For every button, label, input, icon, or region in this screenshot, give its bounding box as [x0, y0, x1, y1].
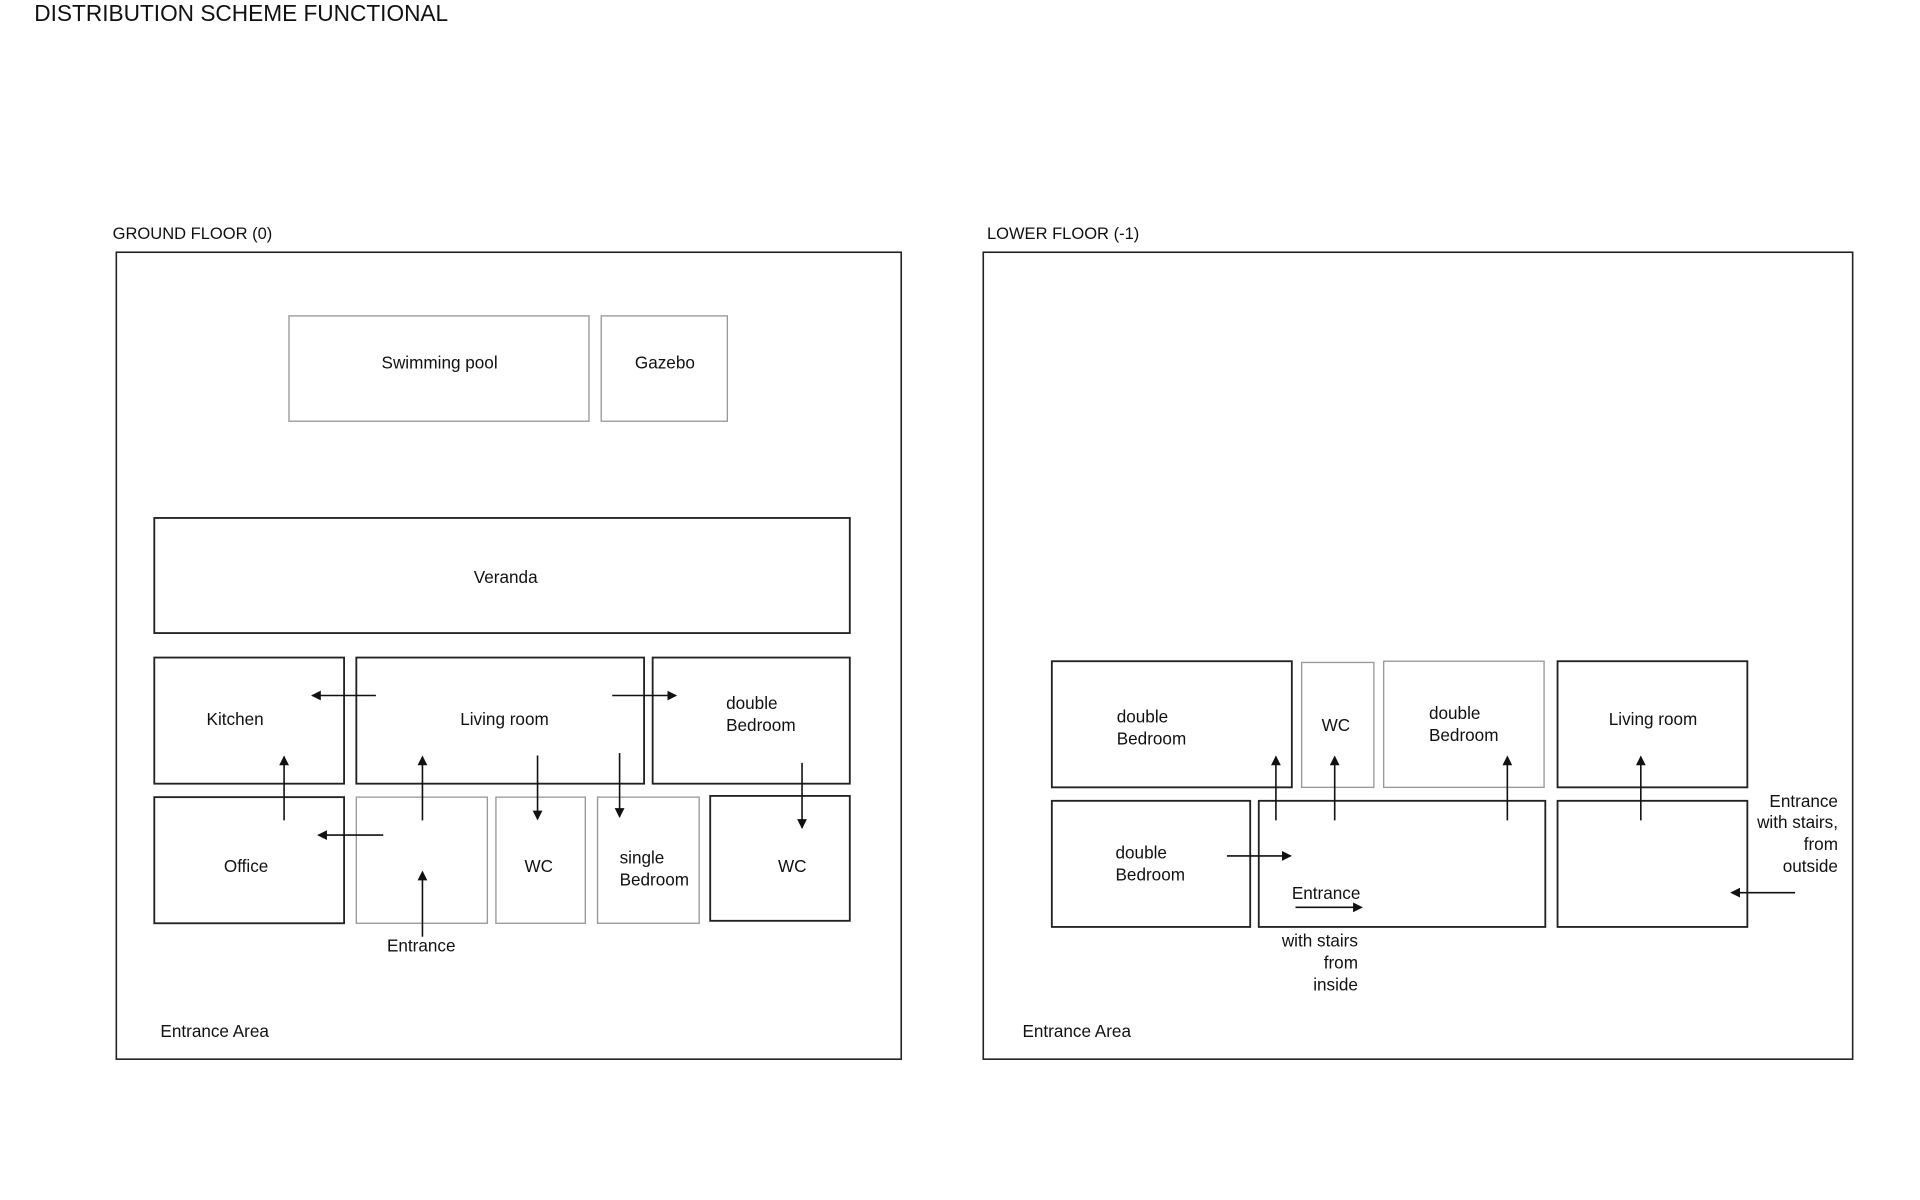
- lower-floor-plan: LOWER FLOOR (-1) double Bedroom WC doubl…: [982, 224, 1854, 1060]
- room-outside-entrance: [1556, 799, 1749, 928]
- ground-floor-plan: GROUND FLOOR (0) Swimming pool Gazebo Ve…: [113, 224, 903, 1060]
- outside-note: Entrance: [1769, 791, 1838, 811]
- room-living: [355, 656, 645, 785]
- room-label: Bedroom: [726, 715, 796, 735]
- room-kitchen: [153, 656, 345, 785]
- outside-note: from: [1804, 834, 1838, 854]
- room-office: [153, 796, 345, 925]
- room-label: Veranda: [474, 567, 538, 587]
- ground-floor-frame: [115, 251, 903, 1060]
- room-label: Gazebo: [635, 353, 695, 373]
- outside-note: outside: [1783, 856, 1838, 876]
- room-label: Bedroom: [1117, 728, 1187, 748]
- inside-note: inside: [1313, 975, 1358, 995]
- entrance-label: Entrance: [1292, 883, 1361, 903]
- room-label: double: [1117, 706, 1168, 726]
- room-label: double: [1116, 842, 1167, 862]
- room-veranda: [153, 517, 851, 634]
- entrance-area-label: Entrance Area: [160, 1021, 269, 1041]
- room-label: double: [1429, 703, 1480, 723]
- room-wc: [495, 796, 586, 924]
- room-label: Living room: [1609, 709, 1698, 729]
- room-label: Office: [224, 856, 268, 876]
- entrance-label: Entrance: [387, 935, 456, 955]
- outside-note: with stairs,: [1756, 812, 1838, 832]
- room-label: double: [726, 693, 777, 713]
- room-label: single: [620, 847, 665, 867]
- room-label: WC: [1322, 715, 1351, 735]
- ground-floor-label: GROUND FLOOR (0): [113, 224, 273, 243]
- page-title: DISTRIBUTION SCHEME FUNCTIONAL: [34, 0, 448, 26]
- room-wc: [1300, 661, 1375, 789]
- room-entrance-hall: [1257, 799, 1547, 928]
- room-label: Kitchen: [207, 709, 264, 729]
- room-gazebo: [600, 315, 729, 422]
- room-double-bedroom: [1050, 799, 1252, 928]
- room-label: Bedroom: [1429, 725, 1498, 745]
- room-label: WC: [525, 856, 554, 876]
- inside-note: with stairs: [1281, 931, 1358, 951]
- room-double-bedroom: [1383, 660, 1545, 789]
- lower-floor-frame: [982, 251, 1854, 1060]
- lower-floor-label: LOWER FLOOR (-1): [987, 224, 1139, 243]
- room-double-bedroom: [1050, 660, 1293, 789]
- room-living: [1556, 660, 1749, 789]
- room-label: WC: [778, 856, 807, 876]
- room-wc: [709, 795, 851, 922]
- room-label: Bedroom: [620, 869, 689, 889]
- room-label: Swimming pool: [382, 353, 498, 373]
- entrance-area-label: Entrance Area: [1022, 1021, 1131, 1041]
- inside-note: from: [1324, 953, 1358, 973]
- room-single-bedroom: [596, 796, 700, 924]
- room-label: Living room: [460, 709, 549, 729]
- room-double-bedroom: [651, 656, 851, 785]
- room-swimming-pool: [288, 315, 590, 422]
- room-label: Bedroom: [1116, 864, 1186, 884]
